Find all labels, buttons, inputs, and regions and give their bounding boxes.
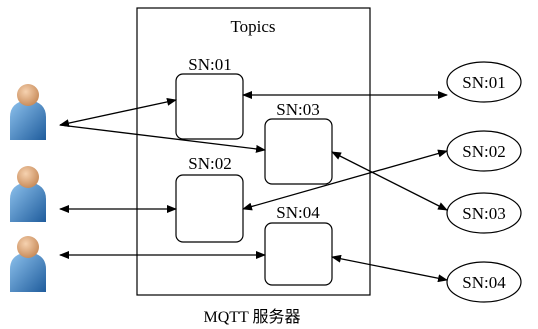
device-label: SN:02 — [462, 142, 505, 161]
user-icon — [10, 236, 46, 292]
connections — [59, 91, 448, 283]
device-sn01: SN:01 — [446, 61, 522, 103]
topic-box — [175, 73, 244, 140]
topic-label: SN:04 — [276, 203, 320, 222]
user-icon — [10, 166, 46, 222]
topic-label: SN:03 — [276, 100, 319, 119]
topic-label: SN:02 — [188, 154, 231, 173]
arrow-topic04-device04 — [331, 254, 448, 283]
device-label: SN:01 — [462, 73, 505, 92]
topic-sn03: SN:03 — [264, 100, 333, 185]
topic-label: SN:01 — [188, 55, 231, 74]
arrow-user1-topic03 — [59, 124, 266, 153]
device-label: SN:04 — [462, 273, 506, 292]
device-sn04: SN:04 — [446, 261, 522, 303]
user-icon — [10, 84, 46, 140]
topic-sn02: SN:02 — [175, 154, 244, 243]
topic-box — [175, 174, 244, 243]
user-body — [10, 100, 46, 140]
topic-sn04: SN:04 — [264, 203, 333, 286]
device-ellipse — [446, 192, 522, 234]
arrow-topic03-device03 — [331, 151, 448, 211]
device-sn03: SN:03 — [446, 192, 522, 234]
user-body — [10, 252, 46, 292]
device-sn02: SN:02 — [446, 130, 522, 172]
user-head — [17, 236, 39, 258]
topics-container — [136, 7, 371, 296]
topic-box — [264, 222, 333, 286]
device-label: SN:03 — [462, 204, 505, 223]
device-ellipse — [446, 61, 522, 103]
topic-sn01: SN:01 — [175, 55, 244, 140]
arrow-user1-topic01 — [59, 97, 177, 128]
mqtt-server: Topics MQTT 服务器 — [136, 7, 371, 326]
server-caption: MQTT 服务器 — [203, 308, 300, 326]
user-head — [17, 84, 39, 106]
topics-title: Topics — [230, 17, 275, 36]
user-head — [17, 166, 39, 188]
user-body — [10, 182, 46, 222]
topic-box — [264, 118, 333, 185]
